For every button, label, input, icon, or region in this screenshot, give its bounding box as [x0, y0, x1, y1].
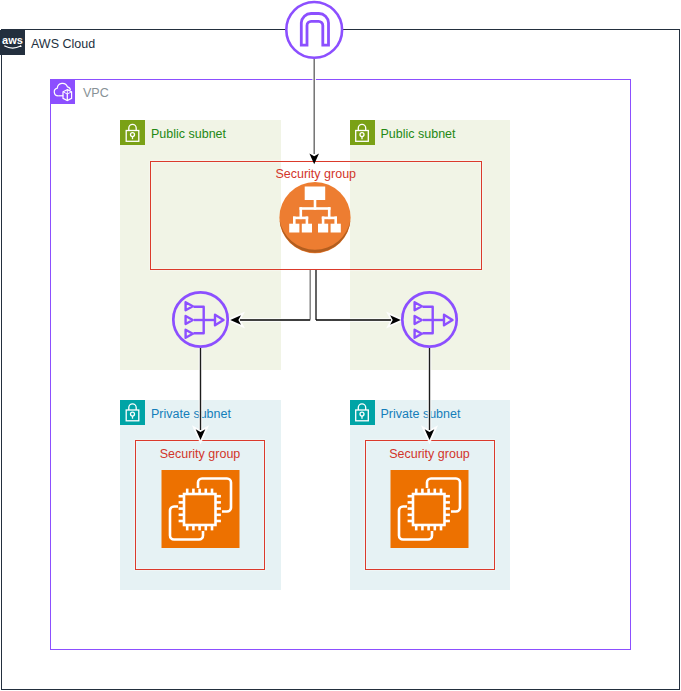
svg-text:aws: aws — [2, 34, 23, 46]
